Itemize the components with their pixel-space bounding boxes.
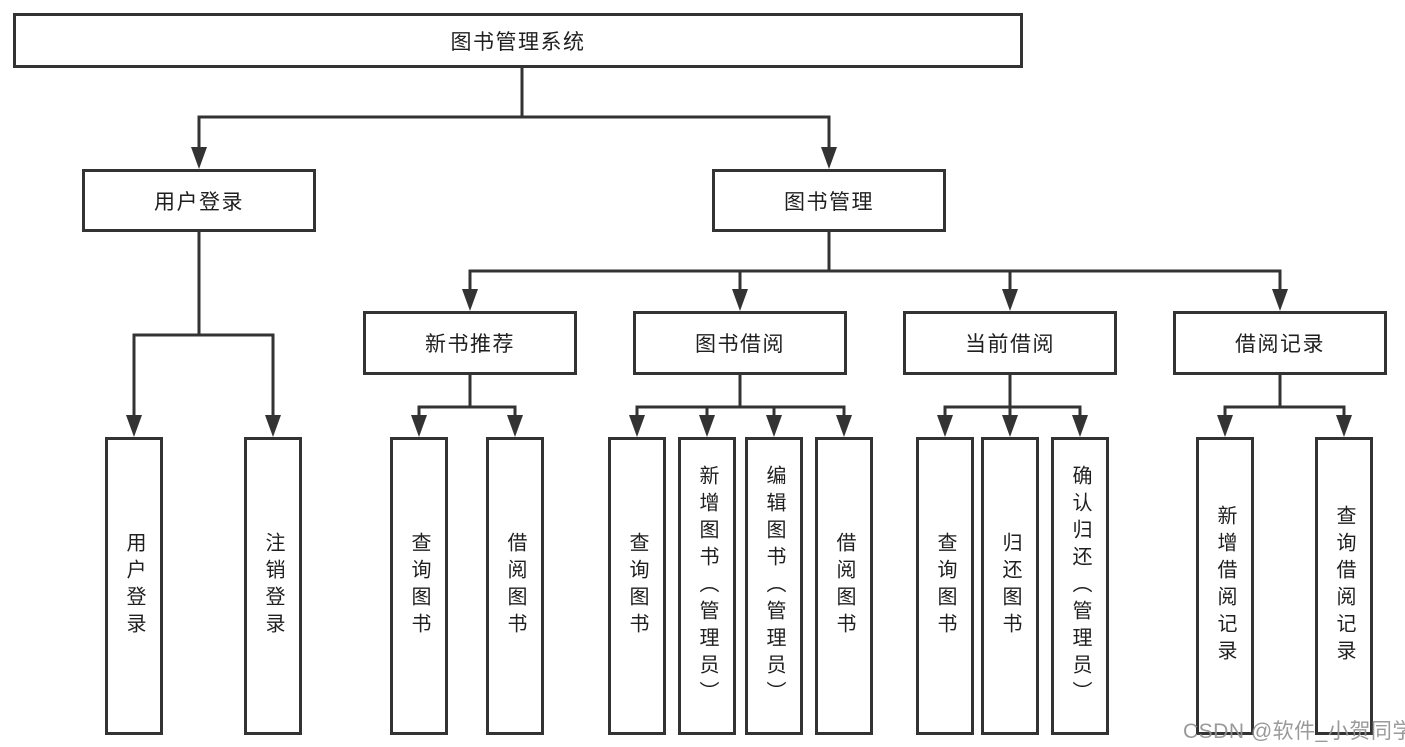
leaf-query-borrowing-record: 查询借阅记录 (1315, 437, 1373, 735)
arrow-down-icon (265, 415, 281, 437)
leaf-query-books-newbooks: 查询图书 (390, 437, 448, 735)
connector-bookmgmt-to-level3 (468, 232, 1282, 289)
leaf-label: 借阅图书 (504, 532, 526, 640)
arrow-down-icon (836, 415, 852, 437)
arrow-down-icon (1272, 289, 1288, 311)
arrow-down-icon (1002, 415, 1018, 437)
leaf-label: 注销登录 (262, 532, 284, 640)
arrow-down-icon (1217, 415, 1233, 437)
leaf-label: 归还图书 (999, 532, 1021, 640)
node-label: 用户登录 (154, 190, 244, 214)
node-book-management: 图书管理 (712, 169, 946, 232)
leaf-label: 确认归还（管理员） (1069, 464, 1091, 708)
leaf-label: 借阅图书 (833, 532, 855, 640)
leaf-label: 查询图书 (934, 532, 956, 640)
connector-root-to-level2 (197, 68, 831, 147)
leaf-logout: 注销登录 (244, 437, 302, 735)
connector-newbooks-to-leaves (417, 375, 517, 415)
arrow-down-icon (699, 415, 715, 437)
leaf-borrow-books-borrowing: 借阅图书 (815, 437, 873, 735)
connector-userlogin-to-leaves (132, 232, 275, 415)
arrow-down-icon (1072, 415, 1088, 437)
leaf-label: 用户登录 (123, 532, 145, 640)
connector-borrowing-to-leaves (635, 375, 846, 415)
leaf-return-books: 归还图书 (981, 437, 1039, 735)
node-label: 图书管理系统 (450, 30, 586, 54)
leaf-label: 新增图书（管理员） (696, 464, 718, 708)
connector-segments (132, 68, 1346, 415)
arrow-down-icon (1002, 289, 1018, 311)
arrow-down-icon (462, 289, 478, 311)
node-borrowing-records: 借阅记录 (1173, 311, 1387, 375)
leaf-label: 查询借阅记录 (1333, 505, 1355, 667)
node-current-borrowing: 当前借阅 (903, 311, 1117, 375)
node-user-login: 用户登录 (82, 169, 316, 232)
node-label: 新书推荐 (425, 333, 515, 356)
arrow-down-icon (1336, 415, 1352, 437)
arrow-down-icon (191, 147, 207, 169)
leaf-borrow-books-newbooks: 借阅图书 (486, 437, 544, 735)
arrowheads (126, 147, 1352, 437)
leaf-edit-book-admin: 编辑图书（管理员） (745, 437, 803, 735)
csdn-watermark: CSDN @软件_小贺同学 (1183, 720, 1405, 743)
leaf-label: 查询图书 (626, 532, 648, 640)
arrow-down-icon (629, 415, 645, 437)
leaf-label: 查询图书 (408, 532, 430, 640)
arrow-down-icon (126, 415, 142, 437)
node-library-management-system: 图书管理系统 (13, 13, 1023, 68)
leaf-query-books-current: 查询图书 (916, 437, 974, 735)
node-label: 当前借阅 (965, 333, 1055, 356)
arrow-down-icon (766, 415, 782, 437)
leaf-add-book-admin: 新增图书（管理员） (678, 437, 736, 735)
arrow-down-icon (507, 415, 523, 437)
connector-records-to-leaves (1223, 375, 1346, 415)
leaf-user-login: 用户登录 (105, 437, 163, 735)
arrow-down-icon (937, 415, 953, 437)
node-new-book-recommendation: 新书推荐 (363, 311, 577, 375)
leaf-query-books-borrowing: 查询图书 (608, 437, 666, 735)
connector-current-to-leaves (943, 375, 1082, 415)
node-label: 图书管理 (784, 190, 874, 214)
arrow-down-icon (411, 415, 427, 437)
leaf-confirm-return-admin: 确认归还（管理员） (1051, 437, 1109, 735)
node-label: 图书借阅 (695, 333, 785, 356)
arrow-down-icon (821, 147, 837, 169)
leaf-label: 编辑图书（管理员） (763, 464, 785, 708)
node-book-borrowing: 图书借阅 (633, 311, 847, 375)
leaf-add-borrowing-record: 新增借阅记录 (1196, 437, 1254, 735)
node-label: 借阅记录 (1235, 333, 1325, 356)
arrow-down-icon (732, 289, 748, 311)
leaf-label: 新增借阅记录 (1214, 505, 1236, 667)
